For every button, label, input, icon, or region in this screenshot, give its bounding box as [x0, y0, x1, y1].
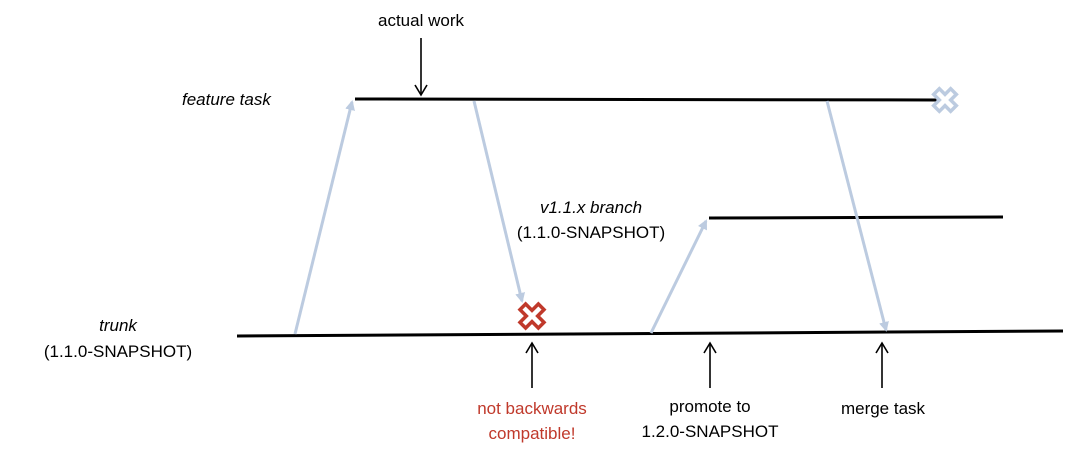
- feature-to-trunk-arrow: [472, 100, 525, 303]
- actual-work-label: actual work: [378, 11, 464, 30]
- not-compatible-label-line1: not backwards: [477, 399, 587, 418]
- feature-merge-arrow: [825, 100, 889, 332]
- promote-pointer-head: [703, 341, 717, 354]
- merge-task-label: merge task: [840, 399, 926, 418]
- merge-pointer-head: [875, 341, 889, 354]
- x-mark-icon: [931, 86, 959, 114]
- not-compatible-pointer-head: [525, 341, 539, 354]
- feature-task-line: [354, 97, 939, 102]
- trunk-to-feature-arrow: [293, 100, 355, 335]
- not-compatible-label-line2: compatible!: [488, 424, 576, 443]
- branch-version-label: (1.1.0-SNAPSHOT): [516, 223, 666, 242]
- actual-work-pointer-head: [414, 84, 428, 97]
- trunk-line: [236, 329, 1064, 338]
- feature-task-label: feature task: [182, 90, 271, 109]
- x-mark-icon: [517, 301, 547, 331]
- trunk-version-label: (1.1.0-SNAPSHOT): [43, 342, 193, 361]
- promote-label-line1: promote to: [669, 397, 751, 416]
- trunk-to-branch-arrow: [649, 219, 708, 334]
- trunk-name-label: trunk: [99, 316, 137, 335]
- promote-label-line2: 1.2.0-SNAPSHOT: [641, 422, 779, 441]
- branch-name-label: v1.1.x branch: [539, 198, 643, 217]
